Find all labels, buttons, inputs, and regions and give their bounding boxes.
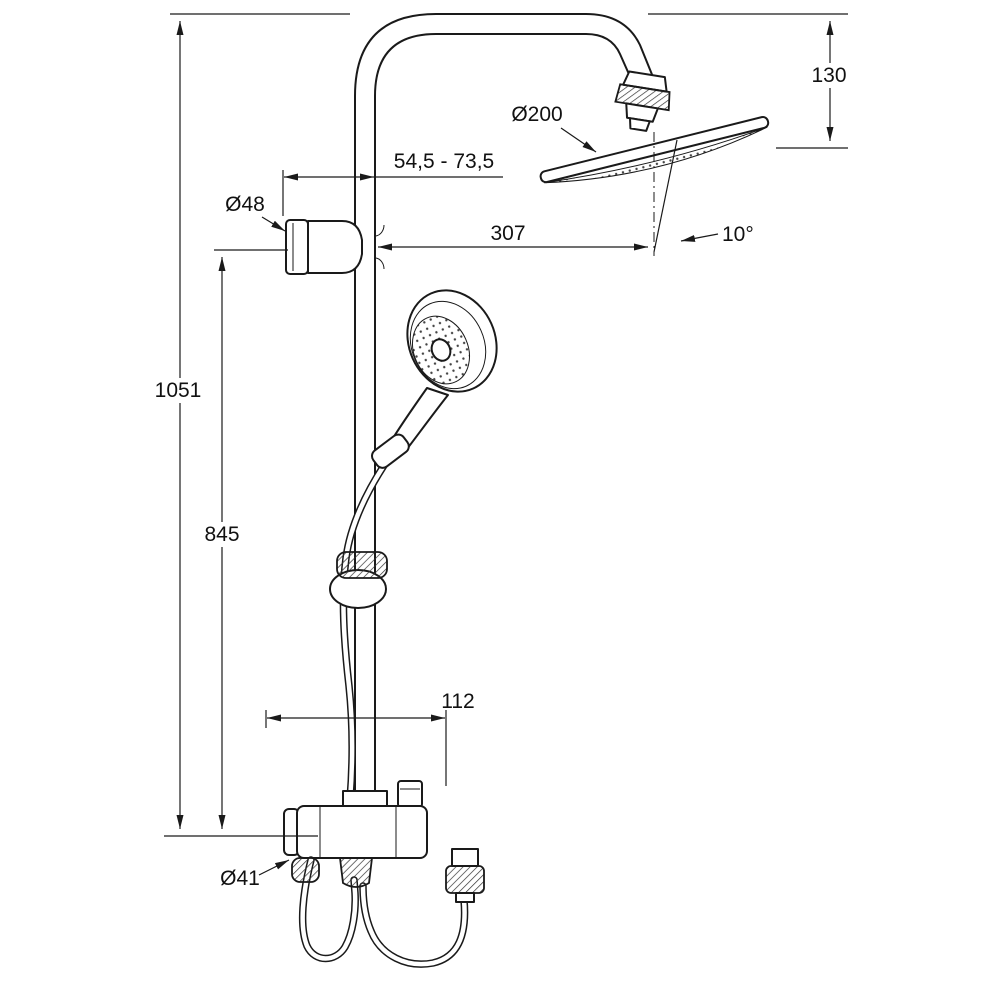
head-tilt-line: [653, 139, 678, 253]
dimension-lines: [164, 13, 848, 876]
hose-lower-inner: [300, 857, 358, 961]
connector-neck: [455, 892, 475, 903]
dim-outlet-spacing-label: 112: [441, 690, 474, 713]
wall-bracket: [285, 219, 385, 275]
pipe-outer-line: [354, 13, 654, 807]
bg-1051: [150, 378, 206, 403]
connector-knurled-band: [445, 865, 485, 894]
head-spray-face: [544, 126, 768, 184]
mixer-valve: [283, 780, 428, 859]
leader-dia48: [261, 216, 286, 232]
dimension-texts: 1051 845 130 Ø200 307 10° Ø48 54,5 - 73,…: [155, 64, 847, 890]
hose-connector-inner: [360, 883, 467, 967]
hand-shower: [371, 289, 498, 469]
hand-shower-hub-cap: [430, 338, 452, 362]
dim-head-drop-label: 130: [811, 64, 846, 87]
dim-rail-height-label: 845: [204, 523, 239, 546]
head-ball-joint: [614, 70, 671, 132]
bracket-clamp-nub-bottom: [375, 257, 385, 270]
leader-angle10: [680, 233, 719, 242]
hand-shower-head-rim: [409, 300, 487, 390]
mixer-body: [296, 805, 428, 859]
bracket-wall-plate: [285, 219, 309, 275]
joint-base: [628, 117, 651, 132]
leader-dia200: [560, 127, 597, 153]
hose-upper-inner: [341, 449, 396, 815]
slider-knurled-ring: [336, 551, 388, 579]
rail-slider-holder: [329, 551, 388, 609]
hose-lower-loop: [298, 856, 359, 963]
hand-shower-connector: [371, 433, 410, 469]
dim-bracket-diameter-label: Ø48: [225, 193, 265, 216]
dim-head-diameter-label: Ø200: [511, 103, 562, 126]
joint-lower-neck: [625, 102, 659, 123]
dim-total-height-label: 1051: [155, 379, 202, 402]
dim-head-angle-label: 10°: [722, 223, 754, 246]
dim-bracket-depth-range-label: 54,5 - 73,5: [394, 150, 494, 173]
pipe-inner-line: [374, 33, 633, 807]
bracket-clamp-nub-top: [375, 224, 385, 237]
hose-to-connector: [359, 882, 469, 968]
leader-dia41: [258, 859, 290, 876]
dimension-text-backgrounds: [150, 63, 856, 547]
riser-pipe-and-arm: [354, 13, 654, 807]
connector-top: [451, 848, 479, 867]
diverter-knob: [397, 780, 423, 808]
bracket-body: [307, 220, 363, 274]
dim-arm-projection-label: 307: [490, 222, 525, 245]
mixer-under-fittings: [291, 857, 374, 888]
check-valve-connector: [445, 848, 485, 903]
hand-shower-hose-upper: [339, 448, 397, 816]
wall-escutcheon: [291, 857, 320, 883]
overhead-shower-head: [539, 115, 770, 184]
head-disc: [539, 115, 770, 184]
bg-130: [802, 63, 856, 88]
dim-escutcheon-diameter-label: Ø41: [220, 867, 260, 890]
hose-attachment-nut: [338, 857, 374, 888]
handle-connector-body: [371, 433, 410, 469]
bg-845: [195, 522, 249, 547]
